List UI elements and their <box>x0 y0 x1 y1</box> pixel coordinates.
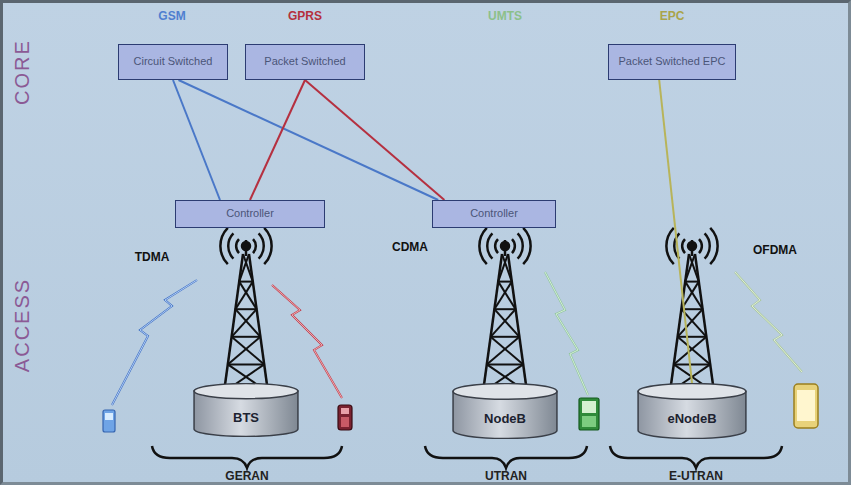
link-line <box>250 80 305 200</box>
box-label: Packet Switched EPC <box>619 55 726 68</box>
network-name: E-UTRAN <box>669 469 723 483</box>
link-line <box>179 80 439 200</box>
layer-title: CORE <box>11 39 34 105</box>
network-name: UTRAN <box>485 469 527 483</box>
group-brace <box>152 446 782 468</box>
base-station: NodeB <box>452 383 558 439</box>
network-box: Packet Switched <box>245 44 365 80</box>
network-name: GERAN <box>225 469 268 483</box>
network-name: CDMA <box>392 240 428 254</box>
radio-link <box>112 280 197 405</box>
system-name: EPC <box>660 9 685 23</box>
network-box: Controller <box>432 200 556 228</box>
radio-link <box>112 280 197 405</box>
phone-icon <box>103 410 115 432</box>
radio-link <box>735 272 802 372</box>
box-label: Circuit Switched <box>134 55 213 68</box>
box-label: Packet Switched <box>264 55 345 68</box>
station-name: eNodeB <box>667 411 716 426</box>
antenna-towers <box>220 228 717 392</box>
network-box: Circuit Switched <box>118 44 228 80</box>
base-station: eNodeB <box>637 383 747 439</box>
system-name: GPRS <box>288 9 322 23</box>
radio-link <box>545 272 588 395</box>
layer-title: ACCESS <box>11 278 34 372</box>
phone-icon <box>338 405 352 430</box>
link-line <box>173 80 220 200</box>
radio-link <box>545 272 588 395</box>
system-name: UMTS <box>488 9 522 23</box>
station-name: NodeB <box>484 411 526 426</box>
link-line <box>305 80 444 200</box>
network-name: OFDMA <box>753 243 797 257</box>
link-line <box>659 80 692 383</box>
phone-icon <box>579 398 599 430</box>
system-name: GSM <box>158 9 185 23</box>
base-station: BTS <box>193 383 299 437</box>
station-name: BTS <box>233 410 259 425</box>
tower-symbol <box>479 228 530 392</box>
box-label: Controller <box>226 207 274 220</box>
smartphone-icon <box>794 384 818 428</box>
radio-link <box>272 285 342 398</box>
network-box: Packet Switched EPC <box>608 44 736 80</box>
network-name: TDMA <box>135 250 170 264</box>
tower-symbol <box>666 228 717 392</box>
box-label: Controller <box>470 207 518 220</box>
tower-symbol <box>220 228 271 392</box>
radio-link <box>272 285 342 398</box>
radio-link <box>735 272 802 372</box>
network-box: Controller <box>175 200 325 228</box>
